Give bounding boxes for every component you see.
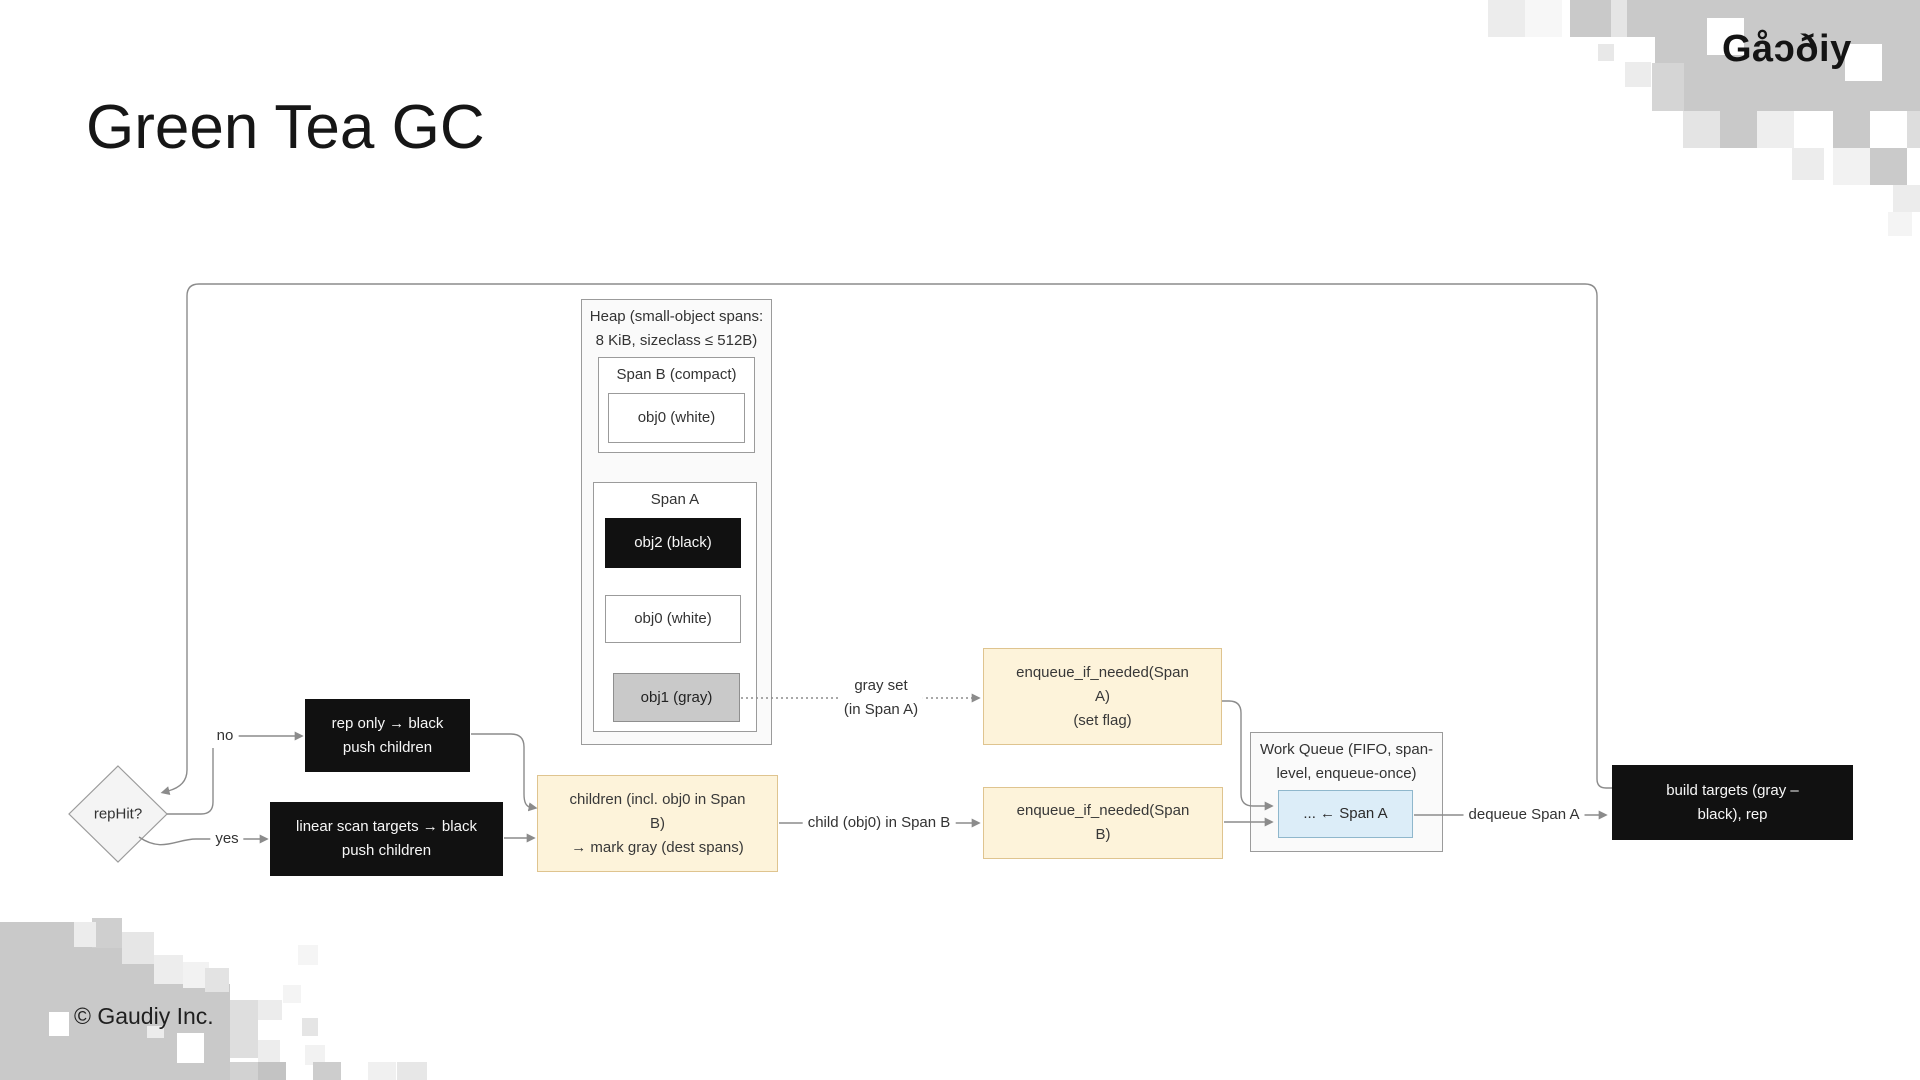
edge-label-child-obj0: child (obj0) in Span B xyxy=(802,811,956,835)
children-line1: children (incl. obj0 in Span xyxy=(569,790,746,808)
linear-scan-line2: push children xyxy=(341,842,432,859)
mosaic-pixel xyxy=(1611,0,1627,37)
mosaic-pixel xyxy=(122,932,154,964)
mosaic-pixel xyxy=(147,1026,164,1038)
mosaic-pixel xyxy=(1757,111,1794,148)
slide-title: Green Tea GC xyxy=(86,93,485,162)
mosaic-pixel xyxy=(92,918,122,948)
mosaic-pixel xyxy=(49,1012,69,1036)
edge-enqueue-a-to-queue xyxy=(1222,700,1274,811)
children-node: children (incl. obj0 in Span B) → mark g… xyxy=(537,775,778,872)
mosaic-pixel xyxy=(74,922,96,947)
span-b-obj0-label: obj0 (white) xyxy=(637,409,716,426)
mosaic-pixel xyxy=(298,945,318,965)
mosaic-pixel xyxy=(1907,111,1920,148)
mosaic-pixel xyxy=(1525,0,1562,37)
build-targets-node: build targets (gray – black), rep xyxy=(1612,765,1853,840)
work-queue-item-label: ... ← Span A xyxy=(1303,805,1388,822)
work-queue-label-line2: level, enqueue-once) xyxy=(1276,765,1417,782)
rep-only-node: rep only → black push children xyxy=(305,699,470,772)
build-targets-line2: black), rep xyxy=(1697,805,1768,823)
mosaic-pixel xyxy=(258,1000,282,1020)
work-queue-item-span-a: ... ← Span A xyxy=(1278,790,1413,838)
gray-set-line2: (in Span A) xyxy=(843,701,919,718)
enqueue-span-a-node: enqueue_if_needed(Span A) (set flag) xyxy=(983,648,1222,745)
enqueue-a-line3: (set flag) xyxy=(1073,711,1132,729)
rephit-decision-diamond xyxy=(68,765,168,863)
mosaic-pixel xyxy=(1652,63,1684,111)
mosaic-pixel xyxy=(1720,111,1757,148)
copyright-text: © Gaudiy Inc. xyxy=(74,1003,214,1029)
mosaic-pixel xyxy=(1833,111,1870,148)
mosaic-pixel xyxy=(230,1062,258,1080)
mosaic-pixel xyxy=(305,1045,325,1065)
enqueue-span-b-node: enqueue_if_needed(Span B) xyxy=(983,787,1223,859)
edge-label-dequeue: dequeue Span A xyxy=(1463,803,1585,827)
edge-rephit-yes-to-linear-scan xyxy=(138,834,269,846)
mosaic-pixel xyxy=(283,985,301,1003)
build-targets-line1: build targets (gray – xyxy=(1666,781,1799,799)
mosaic-pixel xyxy=(1625,62,1651,87)
mosaic-pixel xyxy=(205,968,229,992)
edge-rep-only-to-children xyxy=(471,733,538,812)
mosaic-pixel xyxy=(397,1062,427,1080)
span-b-label: Span B (compact) xyxy=(616,366,737,383)
mosaic-pixel xyxy=(1627,0,1655,37)
mosaic-pixel xyxy=(177,1033,204,1063)
children-line2: B) xyxy=(650,814,665,832)
enqueue-a-line1: enqueue_if_needed(Span xyxy=(1016,663,1189,681)
span-a-obj1-box: obj1 (gray) xyxy=(613,673,740,722)
span-a-obj2-label: obj2 (black) xyxy=(634,534,712,551)
mosaic-pixel xyxy=(1707,18,1744,55)
edge-label-gray-set: gray set (in Span A) xyxy=(838,674,924,722)
mosaic-pixel xyxy=(230,1000,258,1058)
span-a-obj0-label: obj0 (white) xyxy=(634,610,712,627)
mosaic-pixel xyxy=(1570,0,1611,37)
heap-label-line2: 8 KiB, sizeclass ≤ 512B) xyxy=(595,332,758,349)
mosaic-pixel xyxy=(154,984,230,1080)
mosaic-pixel xyxy=(0,922,74,1080)
edge-label-yes: yes xyxy=(210,827,244,851)
span-a-obj1-label: obj1 (gray) xyxy=(640,688,713,706)
mosaic-pixel xyxy=(1893,185,1920,212)
children-line3: → mark gray (dest spans) xyxy=(571,838,744,856)
span-a-obj0-box: obj0 (white) xyxy=(605,595,741,643)
span-a-label: Span A xyxy=(650,491,700,508)
rep-only-line2: push children xyxy=(342,738,433,756)
mosaic-pixel xyxy=(1683,111,1720,148)
enqueue-a-line2: A) xyxy=(1095,687,1110,705)
enqueue-b-line2: B) xyxy=(1095,826,1111,843)
span-b-obj0-box: obj0 (white) xyxy=(608,393,745,443)
heap-label-line1: Heap (small-object spans: xyxy=(589,308,764,325)
span-a-obj2-box: obj2 (black) xyxy=(605,518,741,568)
mosaic-pixel xyxy=(1845,44,1882,81)
mosaic-pixel xyxy=(1792,148,1824,180)
gray-set-line1: gray set xyxy=(854,677,908,694)
mosaic-pixel xyxy=(313,1062,341,1080)
mosaic-pixel xyxy=(1598,44,1614,61)
linear-scan-node: linear scan targets → black push childre… xyxy=(270,802,503,876)
gaudiy-logo: Gåɔðiy xyxy=(1722,28,1852,70)
rephit-label: repHit? xyxy=(93,805,143,823)
rep-only-line1: rep only → black xyxy=(331,714,444,732)
mosaic-pixel xyxy=(1888,212,1912,236)
linear-scan-line1: linear scan targets → black xyxy=(296,818,477,835)
mosaic-pixel xyxy=(74,947,154,1080)
mosaic-pixel xyxy=(183,962,209,988)
mosaic-pixel xyxy=(258,1062,286,1080)
work-queue-label-line1: Work Queue (FIFO, span- xyxy=(1259,741,1434,758)
edge-loop-build-to-rephit xyxy=(160,283,1612,796)
mosaic-pixel xyxy=(368,1062,396,1080)
mosaic-pixel xyxy=(154,955,183,984)
enqueue-b-line1: enqueue_if_needed(Span xyxy=(1016,802,1190,819)
mosaic-pixel xyxy=(1870,148,1907,185)
mosaic-pixel xyxy=(302,1018,318,1036)
mosaic-pixel xyxy=(258,1040,280,1062)
mosaic-pixel xyxy=(1488,0,1525,37)
mosaic-pixel xyxy=(1833,148,1870,185)
edge-label-no: no xyxy=(211,724,239,748)
